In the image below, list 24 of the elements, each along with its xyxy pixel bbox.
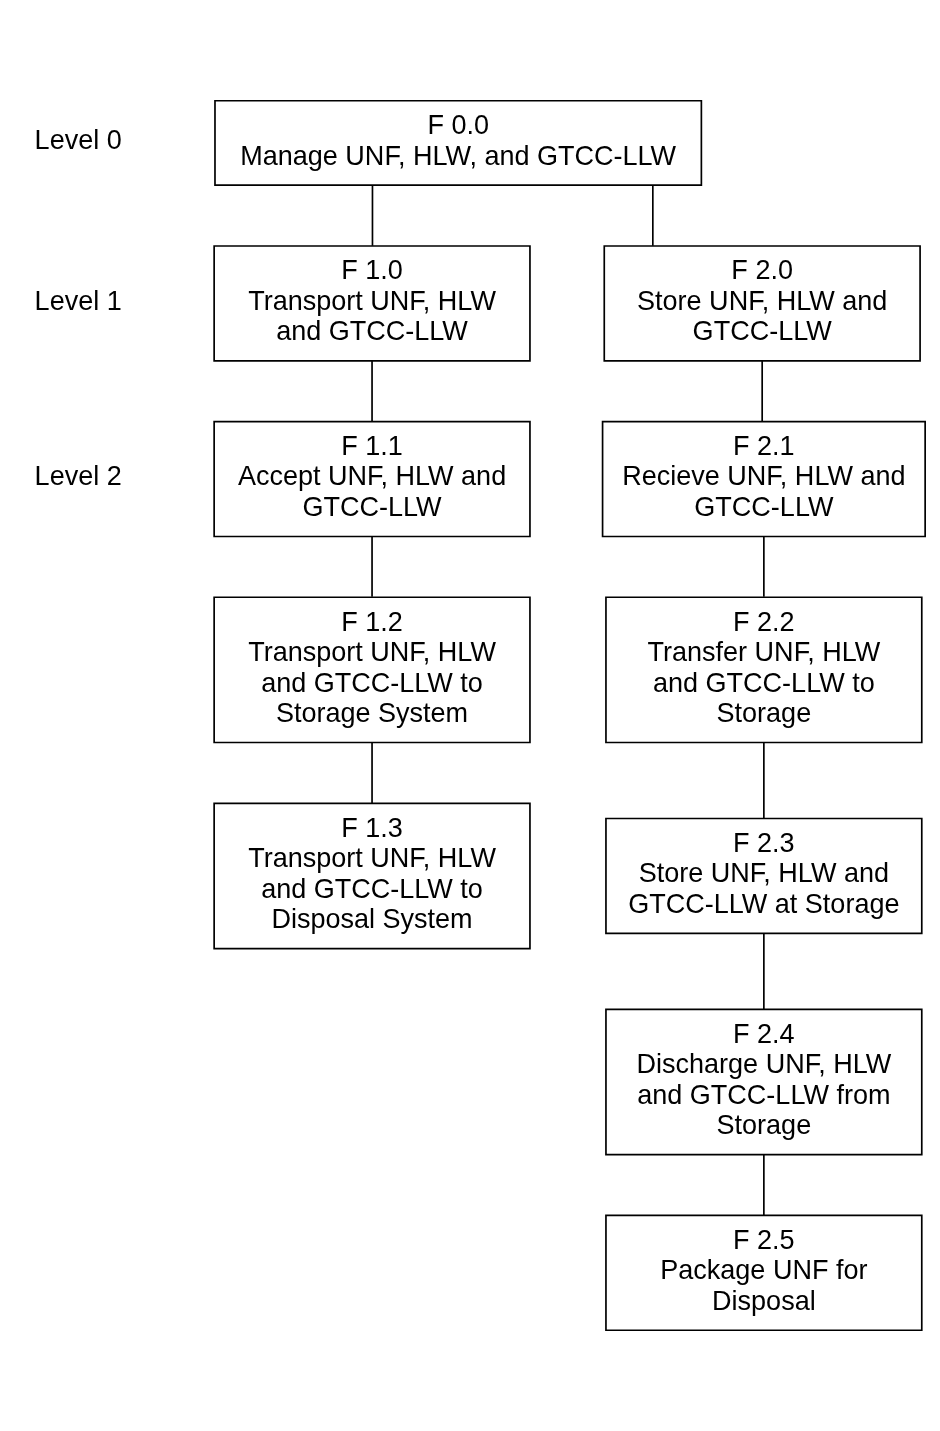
node-box: F 2.5 Package UNF for Disposal — [605, 1214, 923, 1332]
node-box: F 1.0 Transport UNF, HLW and GTCC-LLW — [213, 245, 531, 362]
connector — [763, 1153, 765, 1216]
connector — [761, 360, 763, 423]
connector — [763, 933, 765, 1010]
connector — [371, 536, 373, 598]
connector — [371, 185, 374, 247]
connector — [651, 185, 654, 247]
node-box: F 1.2 Transport UNF, HLW and GTCC-LLW to Storage System — [213, 596, 531, 744]
connector — [763, 536, 765, 598]
node-box: F 1.3 Transport UNF, HLW and GTCC-LLW to Disposal System — [213, 802, 531, 950]
label: Level 0 — [34, 125, 122, 156]
connector — [763, 741, 765, 819]
node-box: F 2.3 Store UNF, HLW and GTCC-LLW at Storage — [605, 817, 923, 935]
label: Level 2 — [34, 461, 122, 492]
connector — [371, 741, 373, 805]
node-box: F 2.1 Recieve UNF, HLW and GTCC-LLW — [601, 420, 926, 538]
node-box: F 2.0 Store UNF, HLW and GTCC-LLW — [603, 245, 921, 362]
node-box: F 1.1 Accept UNF, HLW and GTCC-LLW — [213, 420, 531, 538]
node-box: F 2.2 Transfer UNF, HLW and GTCC-LLW to Storage — [605, 596, 923, 744]
node-box: F 2.4 Discharge UNF, HLW and GTCC-LLW from Storage — [605, 1008, 923, 1156]
label: Level 1 — [34, 285, 122, 316]
node-box: F 0.0 Manage UNF, HLW, and GTCC-LLW — [214, 99, 703, 187]
connector — [371, 360, 373, 423]
